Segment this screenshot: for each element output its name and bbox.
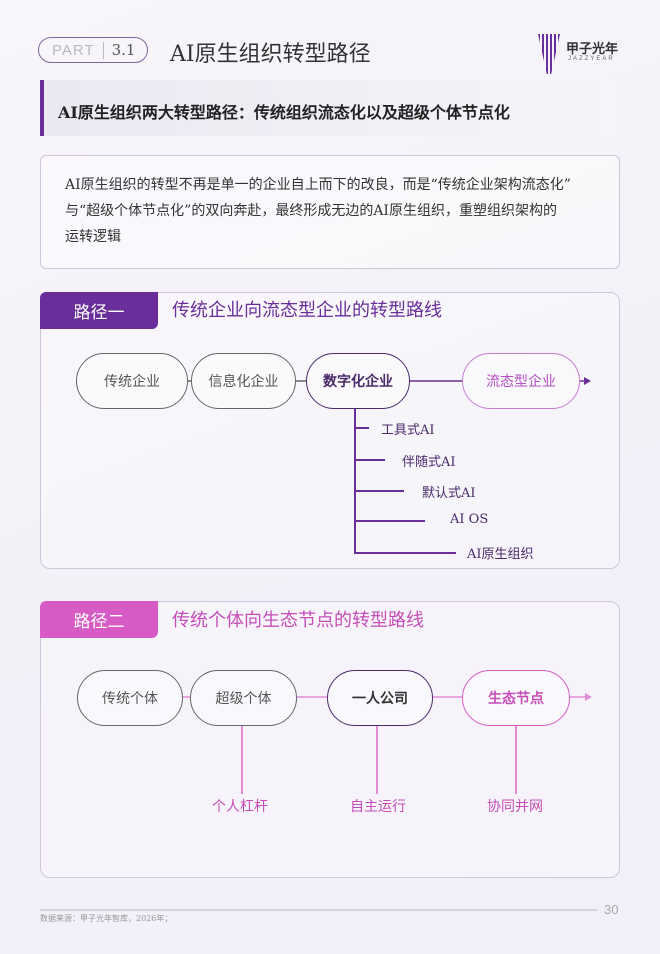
path1-branch: 伴随式AI xyxy=(402,455,456,470)
path2-tab: 路径二 xyxy=(40,601,158,638)
summary-box: AI原生组织的转型不再是单一的企业自上而下的改良，而是“传统企业架构流态化” 与… xyxy=(40,155,620,269)
path1-stage-1: 传统企业 xyxy=(76,353,188,409)
path1-title: 传统企业向流态型企业的转型路线 xyxy=(172,300,442,321)
page-title: AI原生组织转型路径 xyxy=(170,42,371,67)
path1-branch: AI原生组织 xyxy=(467,547,534,562)
logo-cn: 甲子光年 xyxy=(566,42,619,57)
part-label: PART xyxy=(39,41,104,59)
path2-stage-4: 生态节点 xyxy=(462,670,570,726)
path2-panel xyxy=(40,601,620,878)
path1-stage-2: 信息化企业 xyxy=(191,353,296,409)
path2-branch: 自主运行 xyxy=(350,799,406,815)
path1-branch: 工具式AI xyxy=(381,423,435,438)
path2-branch: 协同并网 xyxy=(487,799,543,815)
path2-branch: 个人杠杆 xyxy=(212,799,268,815)
footer-source: 数据来源：甲子光年智库，2026年； xyxy=(40,914,173,923)
path1-branch: 默认式AI xyxy=(422,486,476,501)
summary-line: 与“超级个体节点化”的双向奔赴，最终形成无边的AI原生组织，重塑组织架构的 xyxy=(65,203,557,219)
section-subtitle: AI原生组织两大转型路径：传统组织流态化以及超级个体节点化 xyxy=(40,80,620,136)
path2-stage-3: 一人公司 xyxy=(327,670,433,726)
path2-title: 传统个体向生态节点的转型路线 xyxy=(172,610,424,631)
part-badge: PART 3.1 xyxy=(38,37,148,63)
part-number: 3.1 xyxy=(111,41,136,59)
path1-stage-4: 流态型企业 xyxy=(462,353,580,409)
logo: 甲子光年 JAZZYEAR xyxy=(538,34,628,74)
summary-line: 运转逻辑 xyxy=(65,229,121,245)
path1-panel xyxy=(40,292,620,569)
path1-branch: AI OS xyxy=(450,512,489,527)
page-number: 30 xyxy=(604,902,619,917)
summary-line: AI原生组织的转型不再是单一的企业自上而下的改良，而是“传统企业架构流态化” xyxy=(65,177,571,193)
path2-stage-1: 传统个体 xyxy=(77,670,183,726)
path2-stage-2: 超级个体 xyxy=(190,670,297,726)
path1-tab: 路径一 xyxy=(40,292,158,329)
path1-stage-3: 数字化企业 xyxy=(306,353,410,409)
logo-en: JAZZYEAR xyxy=(568,56,615,62)
